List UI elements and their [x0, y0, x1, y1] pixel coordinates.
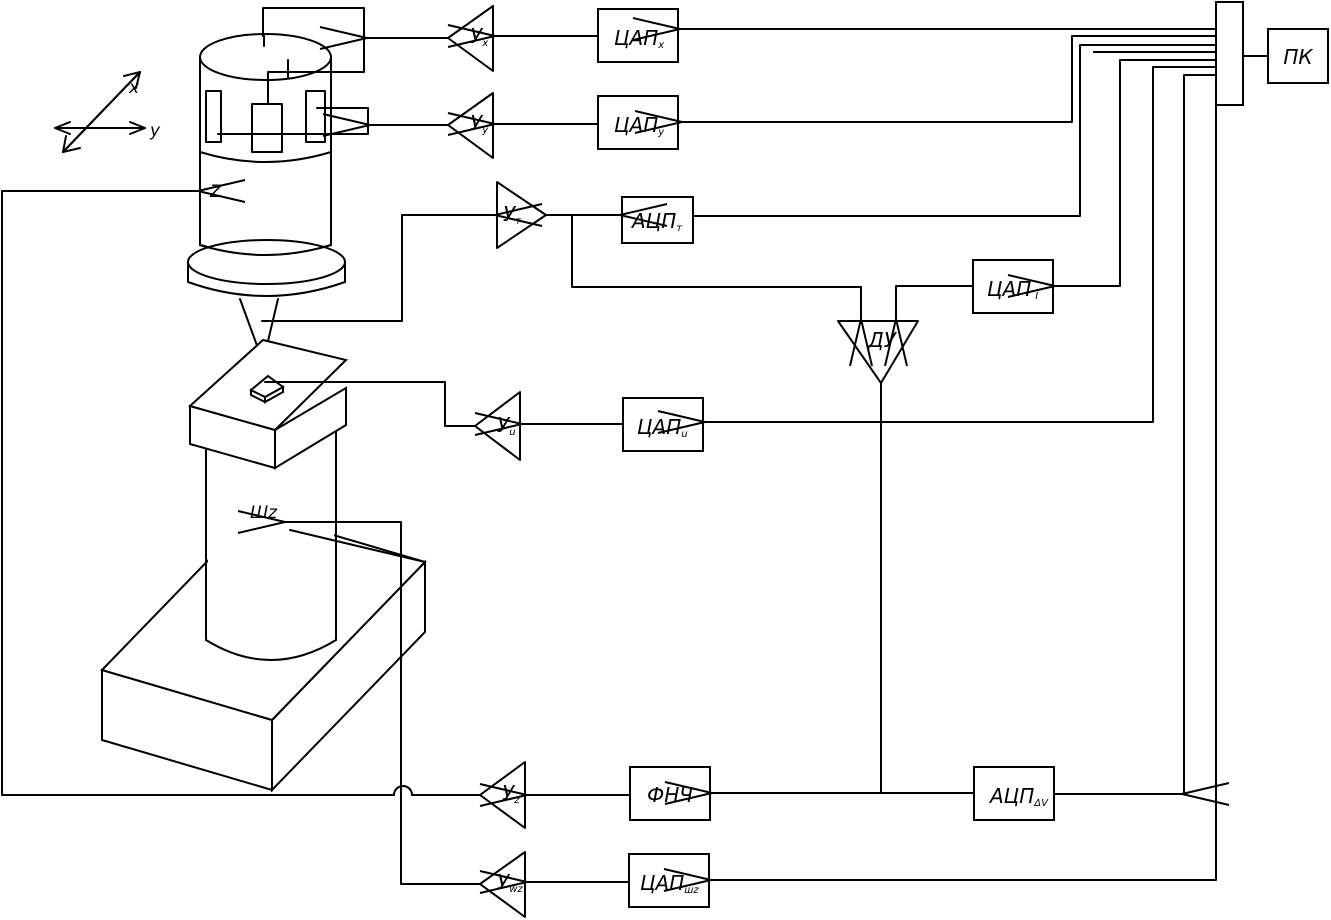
lpf-block: ФНЧ — [629, 766, 711, 821]
amp-z: Уz — [479, 761, 526, 829]
dac-y-label: ЦАП — [614, 113, 658, 137]
dac-wz-sub: шz — [684, 885, 699, 896]
axis-y-label: y — [149, 121, 161, 141]
amp-wz: Уwz — [479, 851, 526, 918]
dac-i-block: ЦАП I — [972, 259, 1054, 314]
pc-label: ПК — [1283, 45, 1313, 69]
dac-x-sub: x — [657, 40, 664, 51]
dac-u-label: ЦАП — [637, 415, 681, 439]
amp-y: Уy — [447, 92, 494, 159]
amp-u: Уu — [474, 391, 521, 461]
dac-u-block: ЦАПu — [622, 397, 704, 452]
amp-y-sub: y — [481, 125, 489, 136]
dac-x-block: ЦАПx — [597, 8, 679, 63]
adc-t-block: АЦПт — [621, 196, 694, 244]
scanner-z-label: Z — [209, 182, 222, 202]
svg-text:ЦАПx: ЦАПx — [614, 26, 664, 51]
adc-t-sub: т — [676, 223, 683, 234]
adc-t-label: АЦП — [630, 209, 676, 233]
adc-dv-sub: ΔV — [1033, 798, 1049, 809]
scanner-tube: Z — [187, 7, 369, 363]
axis-x-label: x — [128, 78, 140, 98]
wires — [1, 17, 1230, 894]
svg-text:АЦПт: АЦПт — [630, 209, 683, 234]
dac-i-label: ЦАП — [987, 277, 1031, 301]
amp-x-sub: x — [481, 38, 488, 49]
dac-x-label: ЦАП — [614, 26, 658, 50]
sample-stage: Шz — [100, 338, 427, 793]
pc-block: ПК — [1267, 28, 1329, 84]
diff-amp-block: ДУ — [837, 320, 919, 384]
dac-i-sub: I — [1035, 291, 1038, 302]
axes-indicator: x y — [54, 71, 161, 153]
adc-dv-label: АЦП — [988, 784, 1034, 808]
stage-wz-label: Шz — [250, 503, 278, 523]
svg-text:ЦАПy: ЦАПy — [614, 113, 665, 138]
amp-x: Уx — [447, 5, 494, 72]
svg-text:ЦАПu: ЦАПu — [637, 415, 688, 440]
amp-z-sub: z — [513, 795, 520, 806]
diff-amp-label: ДУ — [867, 328, 898, 352]
dac-y-block: ЦАПy — [597, 95, 679, 150]
dac-wz-label: ЦАП — [640, 871, 684, 895]
adc-dv-block: АЦПΔV — [973, 766, 1055, 821]
lpf-label: ФНЧ — [647, 783, 693, 807]
dac-u-sub: u — [681, 429, 687, 440]
amp-t: Ут — [496, 181, 547, 249]
amp-u-sub: u — [509, 427, 515, 438]
dac-wz-block: ЦАПшz — [628, 853, 710, 908]
data-bus — [1215, 1, 1269, 106]
dac-y-sub: y — [657, 127, 665, 138]
amp-wz-sub: wz — [509, 884, 523, 895]
svg-text:АЦПΔV: АЦПΔV — [988, 784, 1049, 809]
